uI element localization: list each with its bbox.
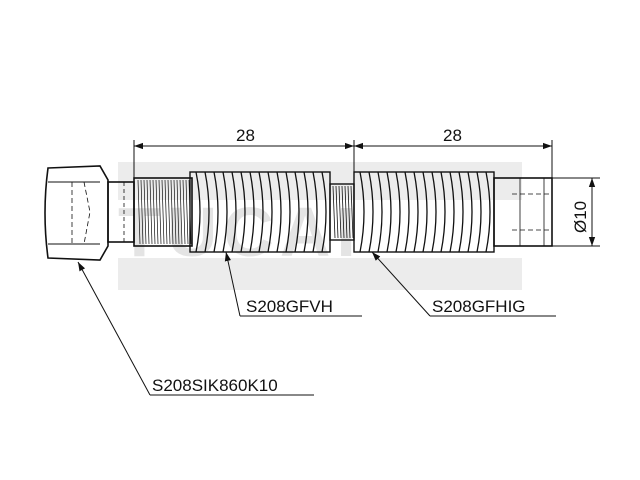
corrugation-rib xyxy=(485,171,491,253)
corrugation-rib xyxy=(249,171,255,253)
thread-line xyxy=(173,179,177,245)
leader-right-hose xyxy=(371,251,556,317)
corrugation-rib xyxy=(312,171,318,253)
thread-line xyxy=(149,179,153,245)
coupling-thread xyxy=(341,185,345,239)
corrugation-rib xyxy=(413,171,419,253)
thread-line xyxy=(185,179,189,245)
corrugation-rib xyxy=(240,171,246,253)
label-fitting: S208SIK860K10 xyxy=(152,376,278,395)
corrugation-rib xyxy=(231,171,237,253)
dim-right-length xyxy=(354,140,553,178)
leader-line xyxy=(371,251,431,317)
leader-fitting xyxy=(77,261,314,396)
corrugation-rib xyxy=(359,171,365,253)
corrugation-rib xyxy=(276,171,282,253)
end-tube-bore xyxy=(512,193,552,231)
thread-line xyxy=(164,179,168,245)
dim-diameter xyxy=(552,177,600,247)
corrugation-rib xyxy=(213,171,219,253)
label-right-hose: S208GFHIG xyxy=(432,297,526,316)
thread-line xyxy=(143,179,147,245)
corrugation-rib xyxy=(285,171,291,253)
thread-line xyxy=(140,179,144,245)
corrugation-rib xyxy=(204,171,210,253)
corrugation-rib xyxy=(467,171,473,253)
coupling-thread xyxy=(344,185,348,239)
hex-hidden-cone xyxy=(83,181,91,245)
thread-line xyxy=(182,179,186,245)
corrugation-rib xyxy=(458,171,464,253)
coupling-thread xyxy=(335,185,339,239)
corrugation-rib xyxy=(440,171,446,253)
corrugation-rib xyxy=(303,171,309,253)
leader-left-hose xyxy=(224,251,362,317)
corrugation-rib xyxy=(377,171,383,253)
thread-line xyxy=(152,179,156,245)
thread-line xyxy=(137,179,141,245)
thread-line xyxy=(158,179,162,245)
corrugation-rib xyxy=(321,171,327,253)
corrugation-rib xyxy=(404,171,410,253)
corrugation-rib xyxy=(195,171,201,253)
corrugation-rib xyxy=(422,171,428,253)
corrugation-rib xyxy=(294,171,300,253)
left-hose xyxy=(133,171,355,253)
coupling-thread xyxy=(332,185,336,239)
label-left-hose: S208GFVH xyxy=(246,297,333,316)
thread-line xyxy=(161,179,165,245)
corrugation-rib xyxy=(222,171,228,253)
thread-line xyxy=(176,179,180,245)
corrugation-rib xyxy=(258,171,264,253)
thread-sleeve xyxy=(133,177,193,247)
corrugation-rib xyxy=(431,171,437,253)
corrugation-rib xyxy=(368,171,374,253)
right-hose xyxy=(353,171,553,253)
thread-line xyxy=(146,179,150,245)
corrugation-rib xyxy=(395,171,401,253)
end-tube-edges xyxy=(519,178,545,246)
dim-diameter-value: Ø10 xyxy=(571,201,590,233)
dim-right-value: 28 xyxy=(443,126,462,145)
hex-nut-body xyxy=(44,165,109,261)
coupling-thread xyxy=(338,185,342,239)
thread-line xyxy=(170,179,174,245)
thread-line xyxy=(167,179,171,245)
coupling-thread xyxy=(350,185,354,239)
leader-line xyxy=(77,261,151,396)
leader-line xyxy=(224,251,241,317)
corrugation-rib xyxy=(267,171,273,253)
corrugation-rib xyxy=(476,171,482,253)
dim-left-value: 28 xyxy=(236,126,255,145)
end-tube xyxy=(493,177,553,247)
watermark-gap xyxy=(118,200,522,258)
coupling-thread xyxy=(347,185,351,239)
corrugation-rib xyxy=(386,171,392,253)
corrugation-rib xyxy=(449,171,455,253)
thread-line xyxy=(155,179,159,245)
thread-line xyxy=(179,179,183,245)
